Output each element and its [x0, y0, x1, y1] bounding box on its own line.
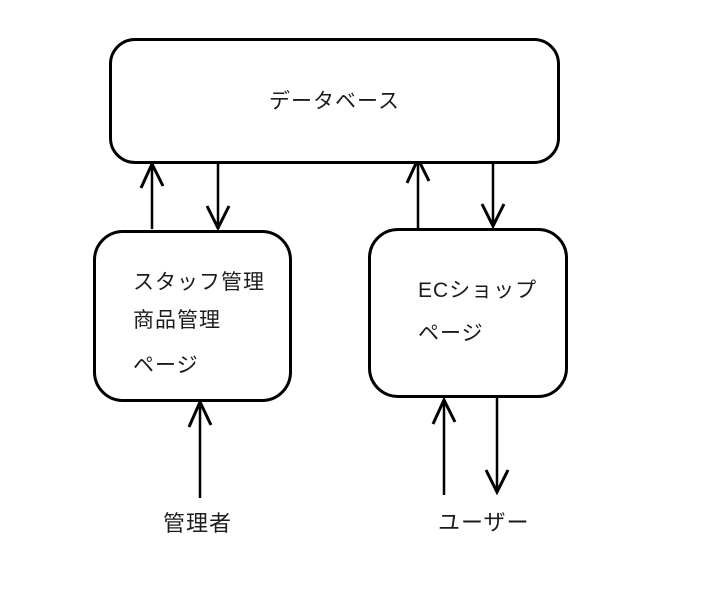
node-ec-shop: ECショップ ページ — [368, 228, 568, 398]
arrowhead-down — [205, 205, 231, 232]
node-admin-pages: スタッフ管理 商品管理 ページ — [93, 230, 292, 402]
arrow-ec-shop-to-database — [405, 155, 431, 228]
arrowhead-down — [484, 469, 510, 496]
actor-user-label: ユーザー — [438, 510, 530, 535]
node-ec-shop-line-page: ページ — [418, 322, 484, 345]
node-admin-pages-line-product-management: 商品管理 — [133, 309, 221, 332]
arrow-database-to-admin-pages — [205, 164, 231, 232]
arrowhead-down — [480, 203, 506, 230]
arrowhead-up — [431, 396, 457, 425]
node-admin-pages-line-page: ページ — [133, 354, 199, 377]
node-ec-shop-line-title: ECショップ — [418, 279, 538, 302]
node-admin-pages-line-staff-management: スタッフ管理 — [133, 271, 265, 294]
arrow-admin-to-admin-pages — [187, 398, 213, 498]
arrowhead-up — [139, 160, 165, 189]
arrow-admin-pages-to-database — [139, 160, 165, 229]
arrow-ec-shop-to-user — [484, 398, 510, 496]
node-database: データベース — [109, 38, 560, 164]
actor-admin-label: 管理者 — [163, 511, 233, 536]
node-database-label: データベース — [269, 90, 400, 113]
arrow-database-to-ec-shop — [480, 160, 506, 230]
arrow-user-to-ec-shop — [431, 396, 457, 495]
arrowhead-up — [187, 398, 213, 428]
